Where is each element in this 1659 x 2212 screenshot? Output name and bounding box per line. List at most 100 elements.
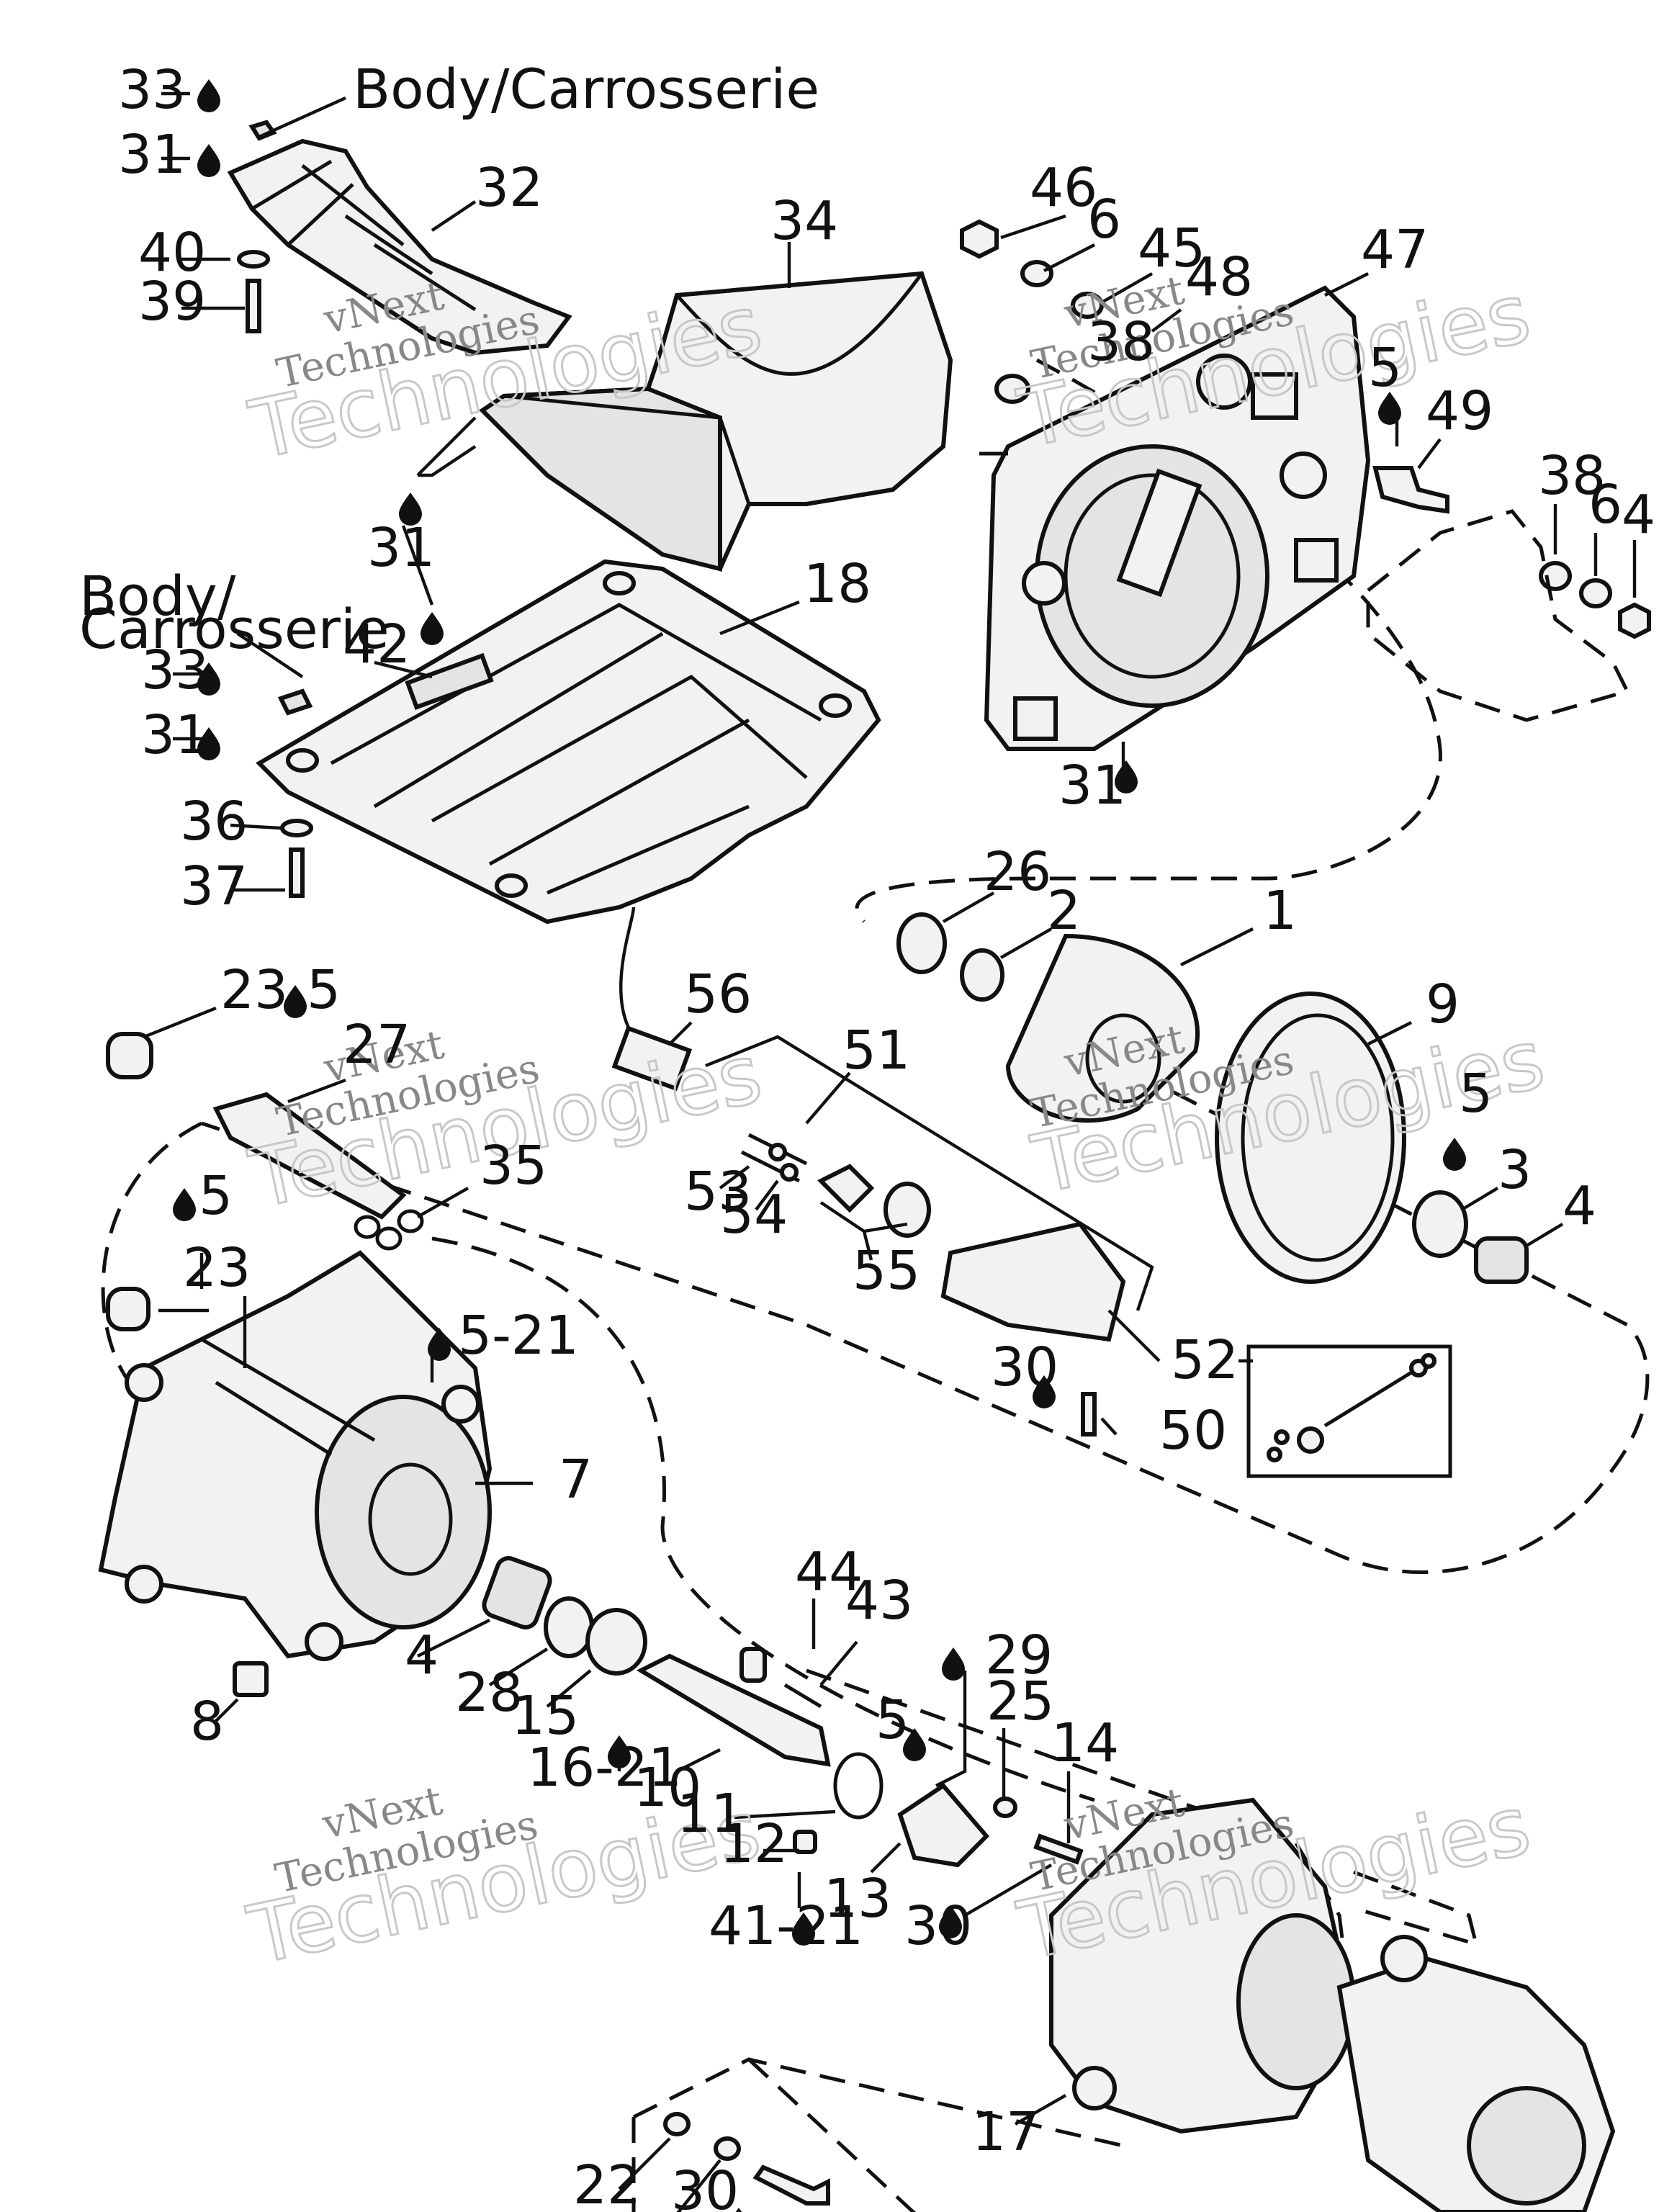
part-19-washer xyxy=(714,2136,741,2161)
callout-29: 29 xyxy=(985,1624,1053,1686)
part-1-wear-ring xyxy=(1005,933,1200,1123)
part-28-washer xyxy=(544,1596,594,1658)
callout-39: 39 xyxy=(138,271,206,333)
callout-33-lower: 33 xyxy=(141,639,209,701)
drop-icon xyxy=(1378,392,1401,425)
callout-22: 22 xyxy=(573,2154,641,2212)
callout-44: 44 xyxy=(795,1541,863,1603)
part-9-ring xyxy=(1215,992,1406,1284)
callout-1: 1 xyxy=(1263,880,1297,942)
callout-labels: 33 Body/Carrosserie 31 32 40 39 34 31 46… xyxy=(79,57,1659,2212)
callout-52: 52 xyxy=(1171,1329,1238,1391)
callout-2: 2 xyxy=(1047,880,1081,942)
callout-31-duct: 31 xyxy=(367,517,435,579)
part-3-seal xyxy=(1412,1190,1468,1258)
part-12-plug xyxy=(793,1830,817,1854)
callout-36: 36 xyxy=(180,791,248,853)
callout-5-left: 5 xyxy=(199,1165,233,1227)
drop-icon xyxy=(399,493,422,526)
dashed-pin xyxy=(1353,1870,1479,1947)
part-27-tube xyxy=(212,1092,407,1220)
callout-6-right: 6 xyxy=(1588,474,1622,536)
callout-31: 31 xyxy=(118,124,186,186)
part-23-plug-top xyxy=(106,1032,153,1079)
drop-icon xyxy=(197,79,220,112)
drop-icon xyxy=(735,2208,742,2212)
callout-26: 26 xyxy=(984,841,1051,903)
part-18-skid-plate xyxy=(256,559,881,925)
part-7-pump-housing xyxy=(98,1250,493,1661)
part-30-bolt xyxy=(752,2164,830,2206)
callout-43: 43 xyxy=(845,1570,913,1632)
drop-icon xyxy=(903,1728,926,1761)
callout-30-mid: 30 xyxy=(991,1336,1058,1398)
callout-46-right: 46 xyxy=(1622,484,1659,546)
callout-54: 54 xyxy=(720,1184,788,1246)
part-10-shaft xyxy=(636,1653,831,1767)
callout-38: 38 xyxy=(1538,445,1606,507)
part-13-cone xyxy=(897,1783,990,1868)
callout-27: 27 xyxy=(343,1014,410,1076)
part-23-plug-bottom xyxy=(106,1287,150,1331)
part-14-screw xyxy=(1033,1833,1084,1865)
callout-13: 13 xyxy=(824,1868,891,1930)
part-43-spring xyxy=(783,1683,822,1709)
callout-8: 8 xyxy=(190,1691,224,1753)
callout-30-bottom: 30 xyxy=(904,1895,972,1957)
callout-48: 48 xyxy=(1185,246,1253,308)
shaft-group xyxy=(482,1556,884,1820)
part-2-seal xyxy=(960,948,1004,1002)
part-25-washer xyxy=(993,1797,1017,1818)
callout-14: 14 xyxy=(1051,1712,1119,1774)
callout-11: 11 xyxy=(677,1783,745,1845)
callout-19: 19 xyxy=(624,2209,691,2212)
part-44-screw xyxy=(739,1647,767,1683)
callout-5-right: 5 xyxy=(1368,337,1402,399)
callout-4-bottom: 4 xyxy=(405,1624,439,1686)
plug-and-tube-group xyxy=(106,1032,424,1331)
callout-12: 12 xyxy=(720,1813,788,1875)
lower-hardware xyxy=(663,2112,830,2206)
body-label-left-2: Carrosserie xyxy=(79,597,390,661)
callout-47: 47 xyxy=(1361,219,1429,281)
drop-icon xyxy=(1115,760,1138,793)
hardware-46-6-45-48 xyxy=(960,219,1104,404)
callout-4-top: 4 xyxy=(1563,1175,1596,1237)
part-38-washer-left xyxy=(994,374,1030,404)
part-51-sensor xyxy=(940,1221,1126,1342)
callout-17: 17 xyxy=(972,2101,1040,2163)
part-47-housing-plate xyxy=(979,285,1371,751)
connector-arrow xyxy=(619,907,636,1038)
callout-41-21: 41-21 xyxy=(709,1895,863,1957)
callout-5-mid: 5 xyxy=(1459,1063,1493,1125)
part-37-screw xyxy=(289,848,305,898)
drop-icon xyxy=(197,144,220,177)
callout-23-top: 23 xyxy=(220,959,288,1021)
drop-icon xyxy=(939,1905,962,1938)
part-4-bearing-top xyxy=(1474,1236,1529,1284)
callout-30-lowest: 30 xyxy=(671,2160,739,2212)
part-39-screw xyxy=(246,279,261,333)
callout-31-lower: 31 xyxy=(141,704,209,766)
callout-10: 10 xyxy=(634,1757,701,1819)
callout-31-plate: 31 xyxy=(1058,755,1126,817)
callout-50: 50 xyxy=(1159,1400,1227,1462)
part-33-clip-lower xyxy=(277,688,313,716)
drop-icon xyxy=(792,1912,815,1946)
part-42-pad xyxy=(405,652,494,710)
callout-45: 45 xyxy=(1138,217,1205,279)
part-32-support-bracket xyxy=(227,120,572,356)
callout-18: 18 xyxy=(804,553,871,615)
leader-lines xyxy=(143,91,1637,2212)
part-36-washer xyxy=(280,819,313,837)
part-8-nut xyxy=(233,1661,269,1697)
part-17-nozzle xyxy=(1049,1797,1616,2212)
part-11-oring xyxy=(833,1752,884,1820)
callout-34: 34 xyxy=(770,190,838,252)
watermark-5: Technologies vNext Technologies xyxy=(240,1777,769,1984)
part-55-fitting xyxy=(817,1164,875,1213)
callout-53: 53 xyxy=(684,1161,752,1223)
callout-49: 49 xyxy=(1426,380,1493,442)
drop-icon xyxy=(428,1328,451,1361)
